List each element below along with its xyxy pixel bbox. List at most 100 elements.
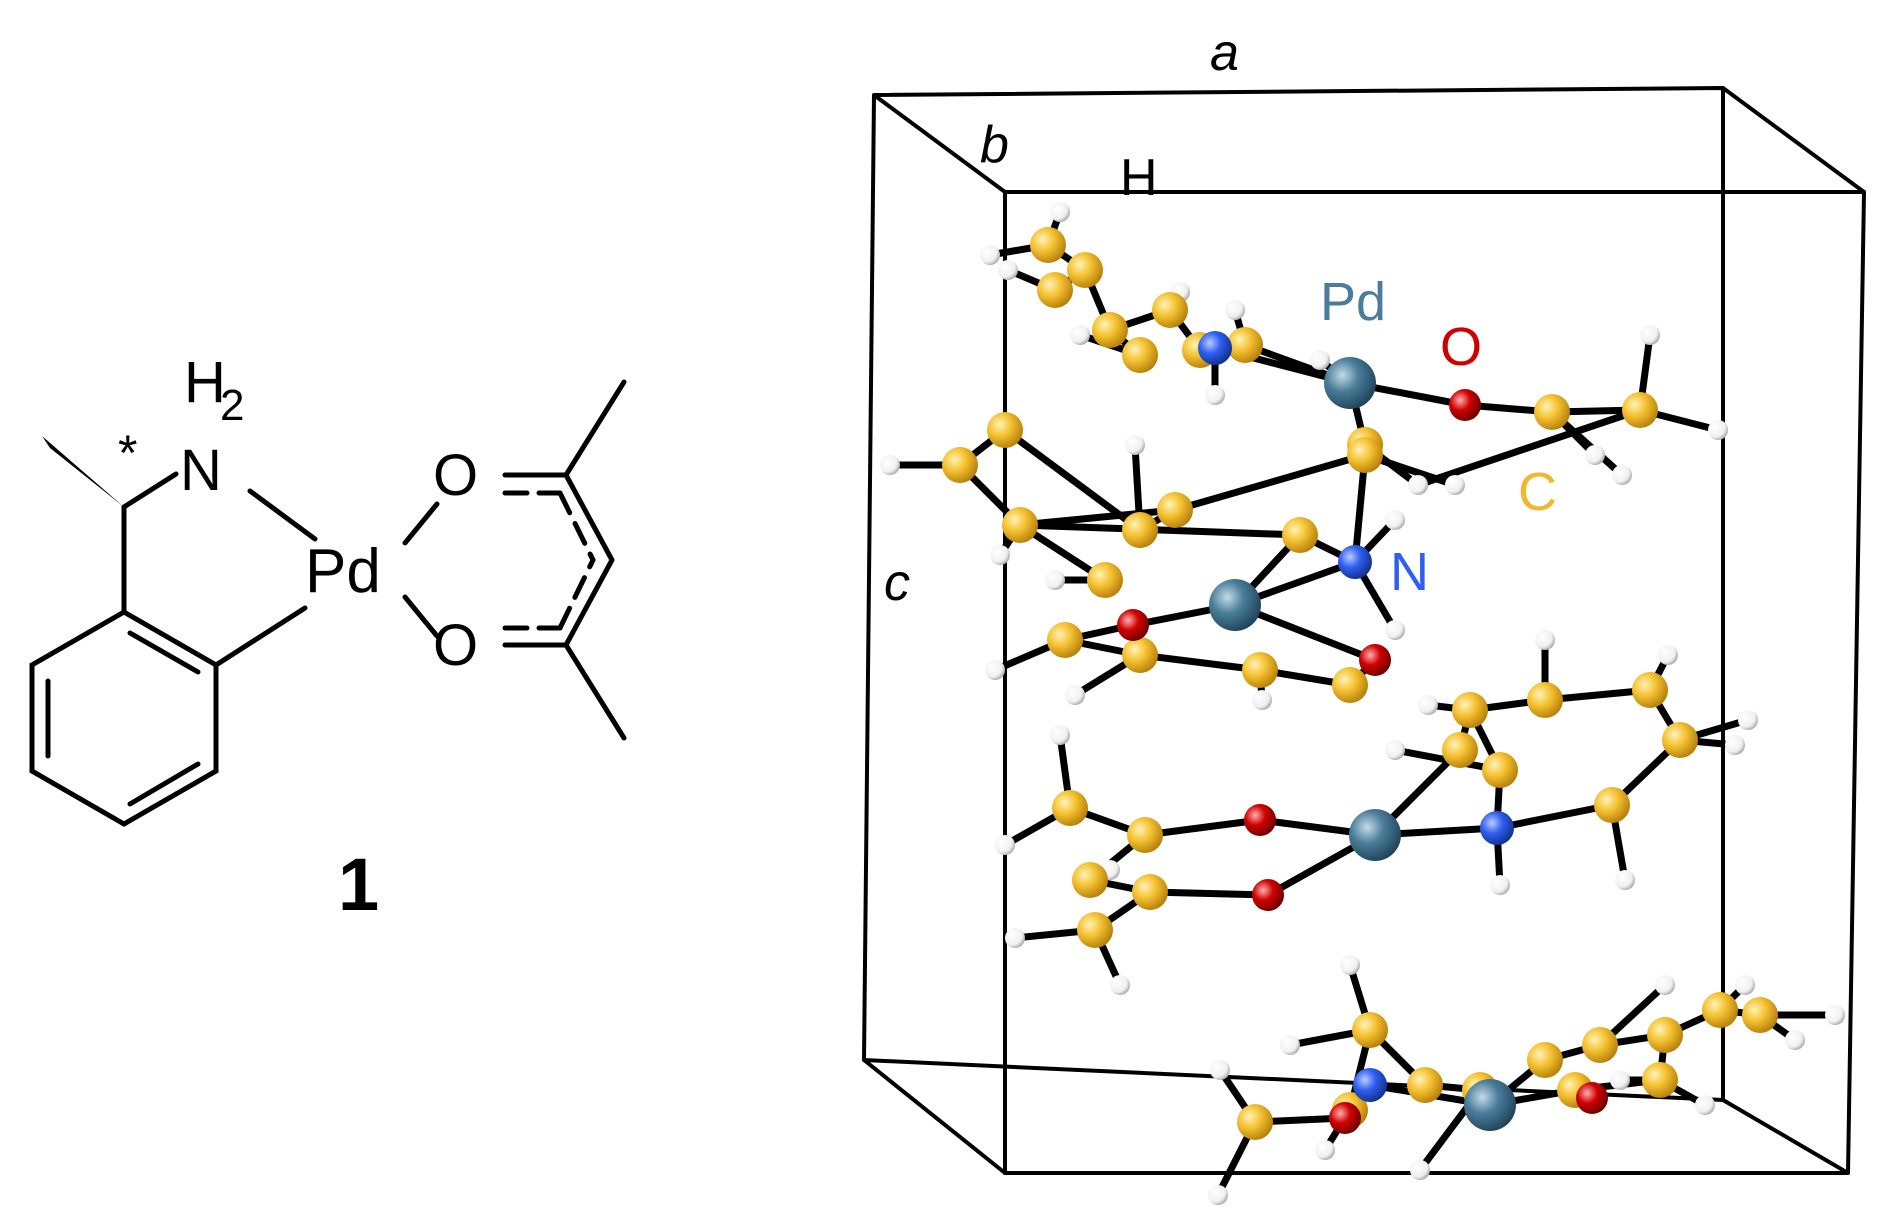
nitrogen-label: N xyxy=(180,438,222,503)
carbon-atom xyxy=(1157,492,1193,528)
element-label-c: C xyxy=(1518,462,1557,522)
crystal-bond xyxy=(1414,406,1644,489)
hydrogen-atom xyxy=(1050,725,1070,745)
palladium-atom xyxy=(1349,809,1401,861)
axis-a-label: a xyxy=(1210,24,1239,82)
carbon-atom xyxy=(1452,692,1488,728)
hydrogen-atom xyxy=(1490,875,1510,895)
oxygen-atom xyxy=(1576,1082,1608,1114)
nitrogen-atom xyxy=(1480,811,1514,845)
carbon-atom xyxy=(1092,312,1128,348)
carbon-atom xyxy=(1702,992,1738,1028)
carbon-atom xyxy=(1152,292,1188,328)
nitrogen-atom xyxy=(1338,545,1372,579)
oxygen-atom xyxy=(1329,1102,1361,1134)
carbon-atom xyxy=(1347,437,1383,473)
carbon-atom xyxy=(1047,622,1083,658)
carbon-atom xyxy=(1662,722,1698,758)
hydrogen-atom xyxy=(1205,385,1225,405)
hydrogen-atom xyxy=(1315,1140,1335,1160)
hydrogen-atom xyxy=(1615,870,1635,890)
amine-h-subscript: 2 xyxy=(220,381,244,430)
unit-cell-front-face xyxy=(862,86,1725,1102)
carbon-atom xyxy=(1442,732,1478,768)
carbon-atom xyxy=(1037,272,1073,308)
carbon-atom xyxy=(1282,517,1318,553)
hydrogen-atom xyxy=(1708,420,1728,440)
carbon-atom xyxy=(1352,1012,1388,1048)
element-label-h: H xyxy=(1120,149,1158,207)
hydrogen-atom xyxy=(995,835,1015,855)
carbon-atom xyxy=(1122,512,1158,548)
carbon-atom xyxy=(987,412,1023,448)
oxygen-top-label: O xyxy=(433,443,478,508)
hydrogen-atom xyxy=(1658,645,1678,665)
crystal-bond xyxy=(1141,816,1264,839)
hydrogen-atom xyxy=(880,455,900,475)
nitrogen-atom xyxy=(1353,1068,1387,1102)
carbon-atom xyxy=(1002,507,1038,543)
element-label-n: N xyxy=(1390,542,1429,602)
carbon-atom xyxy=(1332,667,1368,703)
crystal-bond xyxy=(1136,651,1264,674)
hydrogen-atom xyxy=(1125,435,1145,455)
hydrogen-atom xyxy=(1408,475,1428,495)
oxygen-atom xyxy=(1252,879,1284,911)
hydrogen-atom xyxy=(1445,475,1465,495)
palladium-label: Pd xyxy=(305,537,381,606)
oxygen-bottom-label: O xyxy=(433,613,478,678)
carbon-atom xyxy=(1122,637,1158,673)
hydrogen-atom xyxy=(1385,620,1405,640)
crystal-bond xyxy=(1493,801,1616,832)
amine-h-label: H xyxy=(184,350,226,415)
crystal-bond xyxy=(1016,521,1304,539)
hydrogen-atom xyxy=(1610,1070,1630,1090)
carbon-atom xyxy=(1642,1062,1678,1098)
carbon-atom xyxy=(1067,252,1103,288)
carbon-atom xyxy=(1582,1027,1618,1063)
palladium-atom xyxy=(1464,1079,1516,1131)
carbon-atom xyxy=(1407,1067,1443,1103)
crystal-bond xyxy=(1146,888,1272,899)
palladium-atom xyxy=(1209,579,1261,631)
carbon-atom xyxy=(1594,787,1630,823)
hydrogen-atom xyxy=(1340,955,1360,975)
hydrogen-atom xyxy=(1225,300,1245,320)
hydrogen-atom xyxy=(1208,1185,1228,1205)
hydrogen-atom xyxy=(1385,740,1405,760)
carbon-atom xyxy=(1527,1042,1563,1078)
hydrogen-atom xyxy=(1410,1160,1430,1180)
carbon-atom xyxy=(1242,652,1278,688)
hydrogen-atom xyxy=(1535,630,1555,650)
hydrogen-atom xyxy=(1050,202,1070,222)
oxygen-atom xyxy=(1449,389,1481,421)
hydrogen-atom xyxy=(1252,690,1272,710)
oxygen-atom xyxy=(1117,609,1149,641)
hydrogen-atom xyxy=(1418,695,1438,715)
hydrogen-atom xyxy=(980,245,1000,265)
hydrogen-atom xyxy=(1005,928,1025,948)
hydrogen-atom xyxy=(1655,975,1675,995)
skeletal-structure: H 2 N * Pd O O 1 xyxy=(29,350,627,926)
hydrogen-atom xyxy=(1640,325,1660,345)
crystal-bonds xyxy=(886,208,1839,1199)
hydrogen-atom xyxy=(1045,570,1065,590)
carbon-atom xyxy=(1482,752,1518,788)
carbon-atom xyxy=(1077,912,1113,948)
stereo-center-mark: * xyxy=(118,425,137,481)
carbon-atom xyxy=(1622,392,1658,428)
palladium-atom xyxy=(1324,357,1376,409)
hydrogen-atom xyxy=(1065,685,1085,705)
carbon-atom xyxy=(1052,790,1088,826)
hydrogen-atom xyxy=(1612,465,1632,485)
oxygen-atom xyxy=(1359,644,1391,676)
hydrogen-atom xyxy=(998,260,1018,280)
hydrogen-atom xyxy=(1785,1030,1805,1050)
hydrogen-atom xyxy=(1695,1095,1715,1115)
carbon-atom xyxy=(1742,997,1778,1033)
hydrogen-atom xyxy=(1070,325,1090,345)
nitrogen-atom xyxy=(1198,331,1232,365)
crystal-bond xyxy=(1171,451,1369,514)
carbon-atom xyxy=(1632,672,1668,708)
